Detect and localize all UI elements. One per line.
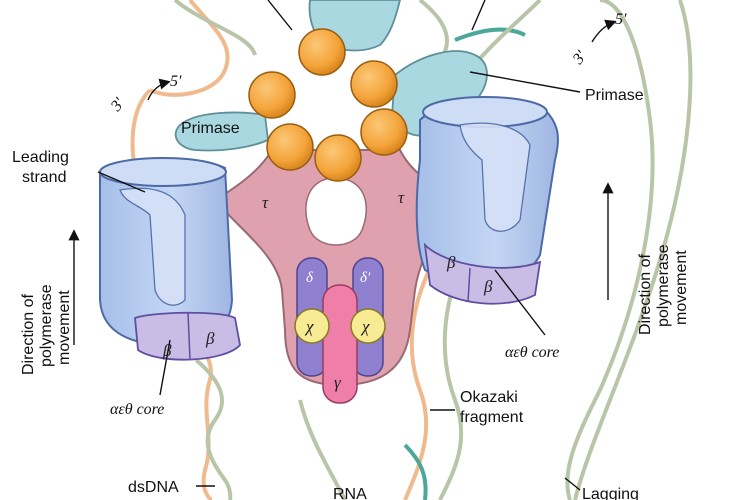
direction-right-line1: Direction of [637, 254, 654, 335]
okazaki-label-line2: fragment [460, 409, 524, 426]
leading-strand-label-line1: Leading [12, 149, 69, 166]
polarity-right: 3′ [569, 48, 590, 69]
tau-complex-body [213, 149, 457, 387]
helicase-subunit-1 [298, 28, 346, 76]
dsdna-label: dsDNA [128, 479, 179, 496]
primase-label-right: Primase [585, 87, 644, 104]
chi-subunit-right [350, 308, 386, 344]
direction-right-line3: movement [673, 250, 690, 325]
helicase-subunit-3 [350, 60, 398, 108]
polarity-right-3: 3′ [569, 48, 590, 69]
lagging-label: Lagging [582, 486, 639, 500]
direction-label-left: Direction of polymerase movement [20, 284, 73, 375]
direction-left-line2: polymerase [38, 284, 55, 367]
leader-lines [68, 0, 617, 491]
helicase-subunit-6 [314, 134, 362, 182]
right-core-top [422, 96, 548, 128]
right-polymerase [415, 96, 559, 305]
direction-left-line3: movement [56, 290, 73, 365]
primase-label-left: Primase [181, 120, 240, 137]
direction-left-line1: Direction of [20, 294, 37, 375]
chi-subunit-left [294, 308, 330, 344]
beta-label-right-b: β [483, 277, 493, 296]
helicase-ring [248, 28, 408, 182]
polarity-left: 3′ [107, 95, 128, 116]
gamma-label: γ [334, 373, 342, 392]
beta-label-left-a: β [162, 341, 172, 360]
helicase-subunit-2 [248, 71, 296, 119]
left-core-top [99, 157, 227, 187]
left-clamp [134, 311, 241, 361]
primase-left-lobe [174, 111, 269, 152]
tau-label-left: τ [262, 193, 269, 212]
okazaki-label-line1: Okazaki [460, 389, 518, 406]
leading-strand-label-line2: strand [22, 169, 66, 186]
tau-label-right: τ [398, 188, 405, 207]
beta-label-left-b: β [205, 329, 215, 348]
core-label-left: αεθ core [110, 401, 164, 418]
direction-right-line2: polymerase [655, 244, 672, 327]
tau-central-hole [305, 177, 367, 246]
polarity-right-5: 5′ [615, 11, 627, 28]
right-clamp [423, 242, 542, 305]
primase-right-lobe [391, 50, 488, 137]
helicase-subunit-5 [360, 108, 408, 156]
left-polymerase [99, 157, 241, 361]
beta-label-right-a: β [446, 253, 456, 272]
helicase-subunit-4 [266, 123, 314, 171]
chi-label-right: χ [360, 317, 370, 336]
core-label-right: αεθ core [505, 344, 559, 361]
direction-label-right: Direction of polymerase movement [637, 244, 690, 335]
delta-label: δ [306, 270, 314, 286]
delta-prime-label: δ′ [360, 270, 371, 286]
gamma-subunit [322, 284, 358, 404]
rna-label: RNA [333, 486, 367, 500]
polarity-left-5: 5′ [170, 73, 182, 90]
chi-label-left: χ [304, 317, 314, 336]
clamp-loader-subunits [294, 257, 386, 404]
polarity-left-3: 3′ [107, 95, 128, 116]
